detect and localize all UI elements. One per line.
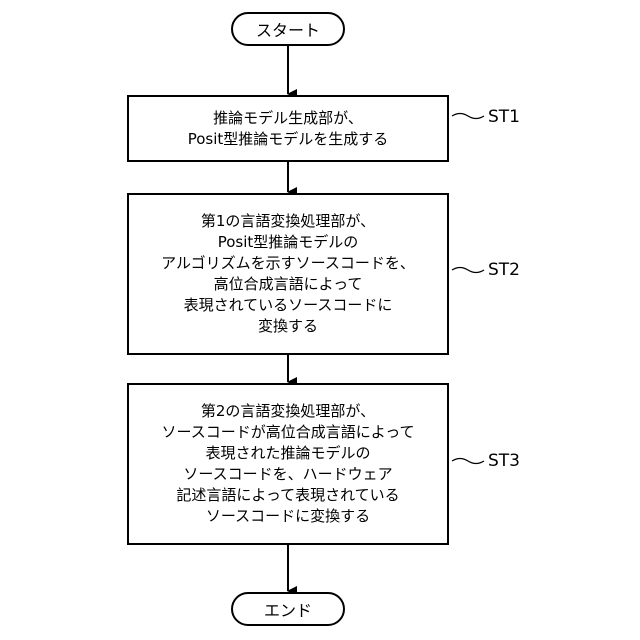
- step-st2-line: Posit型推論モデルの: [161, 232, 415, 253]
- step-st3-line: ソースコードが高位合成言語によって: [161, 422, 414, 443]
- step-st3-label: ST3: [488, 451, 520, 471]
- step-st2-box: 第1の言語変換処理部が、 Posit型推論モデルの アルゴリズムを示すソースコー…: [127, 193, 449, 355]
- step-st1-text: 推論モデル生成部が、 Posit型推論モデルを生成する: [188, 108, 389, 150]
- step-st3-line: 記述言語によって表現されている: [161, 485, 414, 506]
- step-st3-line: 第2の言語変換処理部が、: [161, 401, 414, 422]
- step-st2-line: アルゴリズムを示すソースコードを、: [161, 253, 415, 274]
- leader-st3: [452, 459, 484, 464]
- step-st1-line: Posit型推論モデルを生成する: [188, 129, 389, 150]
- step-st3-line: ソースコードを、ハードウェア: [161, 464, 414, 485]
- step-st1-box: 推論モデル生成部が、 Posit型推論モデルを生成する: [127, 95, 449, 162]
- step-st3-text: 第2の言語変換処理部が、 ソースコードが高位合成言語によって 表現された推論モデ…: [161, 401, 414, 527]
- leader-st1: [452, 114, 484, 119]
- step-st1-line: 推論モデル生成部が、: [188, 108, 389, 129]
- step-st3-line: ソースコードに変換する: [161, 506, 414, 527]
- step-st2-line: 第1の言語変換処理部が、: [161, 211, 415, 232]
- step-st2-line: 変換する: [161, 316, 415, 337]
- step-st1-label: ST1: [488, 107, 520, 127]
- end-terminal: エンド: [231, 592, 345, 626]
- leader-st2: [452, 268, 484, 273]
- step-st2-text: 第1の言語変換処理部が、 Posit型推論モデルの アルゴリズムを示すソースコー…: [161, 211, 415, 337]
- step-st3-box: 第2の言語変換処理部が、 ソースコードが高位合成言語によって 表現された推論モデ…: [127, 383, 449, 545]
- step-st2-line: 表現されているソースコードに: [161, 295, 415, 316]
- step-st2-line: 高位合成言語によって: [161, 274, 415, 295]
- step-st2-label: ST2: [488, 260, 520, 280]
- start-terminal: スタート: [231, 12, 345, 46]
- step-st3-line: 表現された推論モデルの: [161, 443, 414, 464]
